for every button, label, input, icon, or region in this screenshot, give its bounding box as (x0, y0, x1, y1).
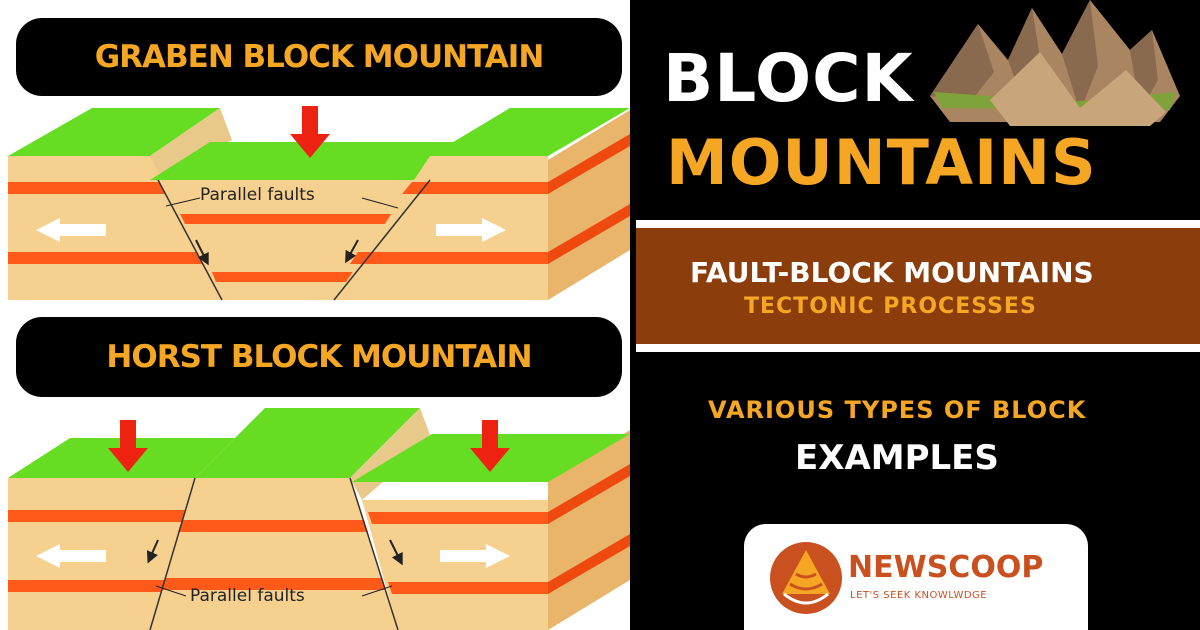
arrow-right-icon (440, 544, 510, 568)
graben-left-scarp (150, 108, 232, 180)
graben-right-top (430, 108, 630, 156)
title-line-1: BLOCK (663, 40, 914, 117)
band-line-2: TECTONIC PROCESSES (744, 294, 1037, 319)
examples-line: EXAMPLES (795, 438, 999, 478)
arrow-down-icon (470, 420, 510, 472)
graben-center-front (158, 180, 430, 300)
newscoop-logo-icon (770, 542, 842, 614)
right-panel: BLOCK MOUNTAINS FAULT-BLOCK MOUNTAINS TE… (630, 0, 1200, 630)
horst-right-front (362, 500, 548, 630)
graben-center-top (150, 142, 480, 180)
subtitle-band: FAULT-BLOCK MOUNTAINS TECTONIC PROCESSES (636, 228, 1200, 344)
mountain-icon (930, 0, 1180, 126)
brand-tagline: LET'S SEEK KNOWLWDGE (850, 590, 988, 601)
horst-fault-label: Parallel faults (190, 586, 305, 606)
brand-name: NEWSCOOP (848, 550, 1044, 585)
band-line-1: FAULT-BLOCK MOUNTAINS (690, 256, 1094, 289)
subtitle-bar: FAULT-BLOCK MOUNTAINS TECTONIC PROCESSES (636, 220, 1200, 352)
graben-fault-label: Parallel faults (200, 185, 315, 205)
graben-title-pill: GRABEN BLOCK MOUNTAIN (16, 18, 622, 96)
arrow-right-icon (436, 218, 506, 242)
arrow-down-icon (290, 106, 330, 158)
horst-diagram: Parallel faults (8, 408, 630, 630)
arrow-left-icon (36, 218, 106, 242)
graben-diagram: Parallel faults (8, 106, 630, 301)
graben-left-top (8, 108, 220, 156)
graben-title: GRABEN BLOCK MOUNTAIN (94, 39, 545, 75)
title-line-2: MOUNTAINS (666, 126, 1097, 199)
horst-center-top (195, 408, 420, 478)
horst-title-pill: HORST BLOCK MOUNTAIN (16, 317, 622, 397)
horst-center-front (150, 478, 398, 630)
newscoop-logo: NEWSCOOP LET'S SEEK KNOWLWDGE (744, 524, 1088, 630)
types-line: VARIOUS TYPES OF BLOCK (708, 396, 1087, 424)
left-panel: GRABEN BLOCK MOUNTAIN (8, 18, 630, 630)
arrow-left-icon (36, 544, 106, 568)
horst-title: HORST BLOCK MOUNTAIN (106, 339, 532, 375)
arrow-down-icon (108, 420, 148, 472)
